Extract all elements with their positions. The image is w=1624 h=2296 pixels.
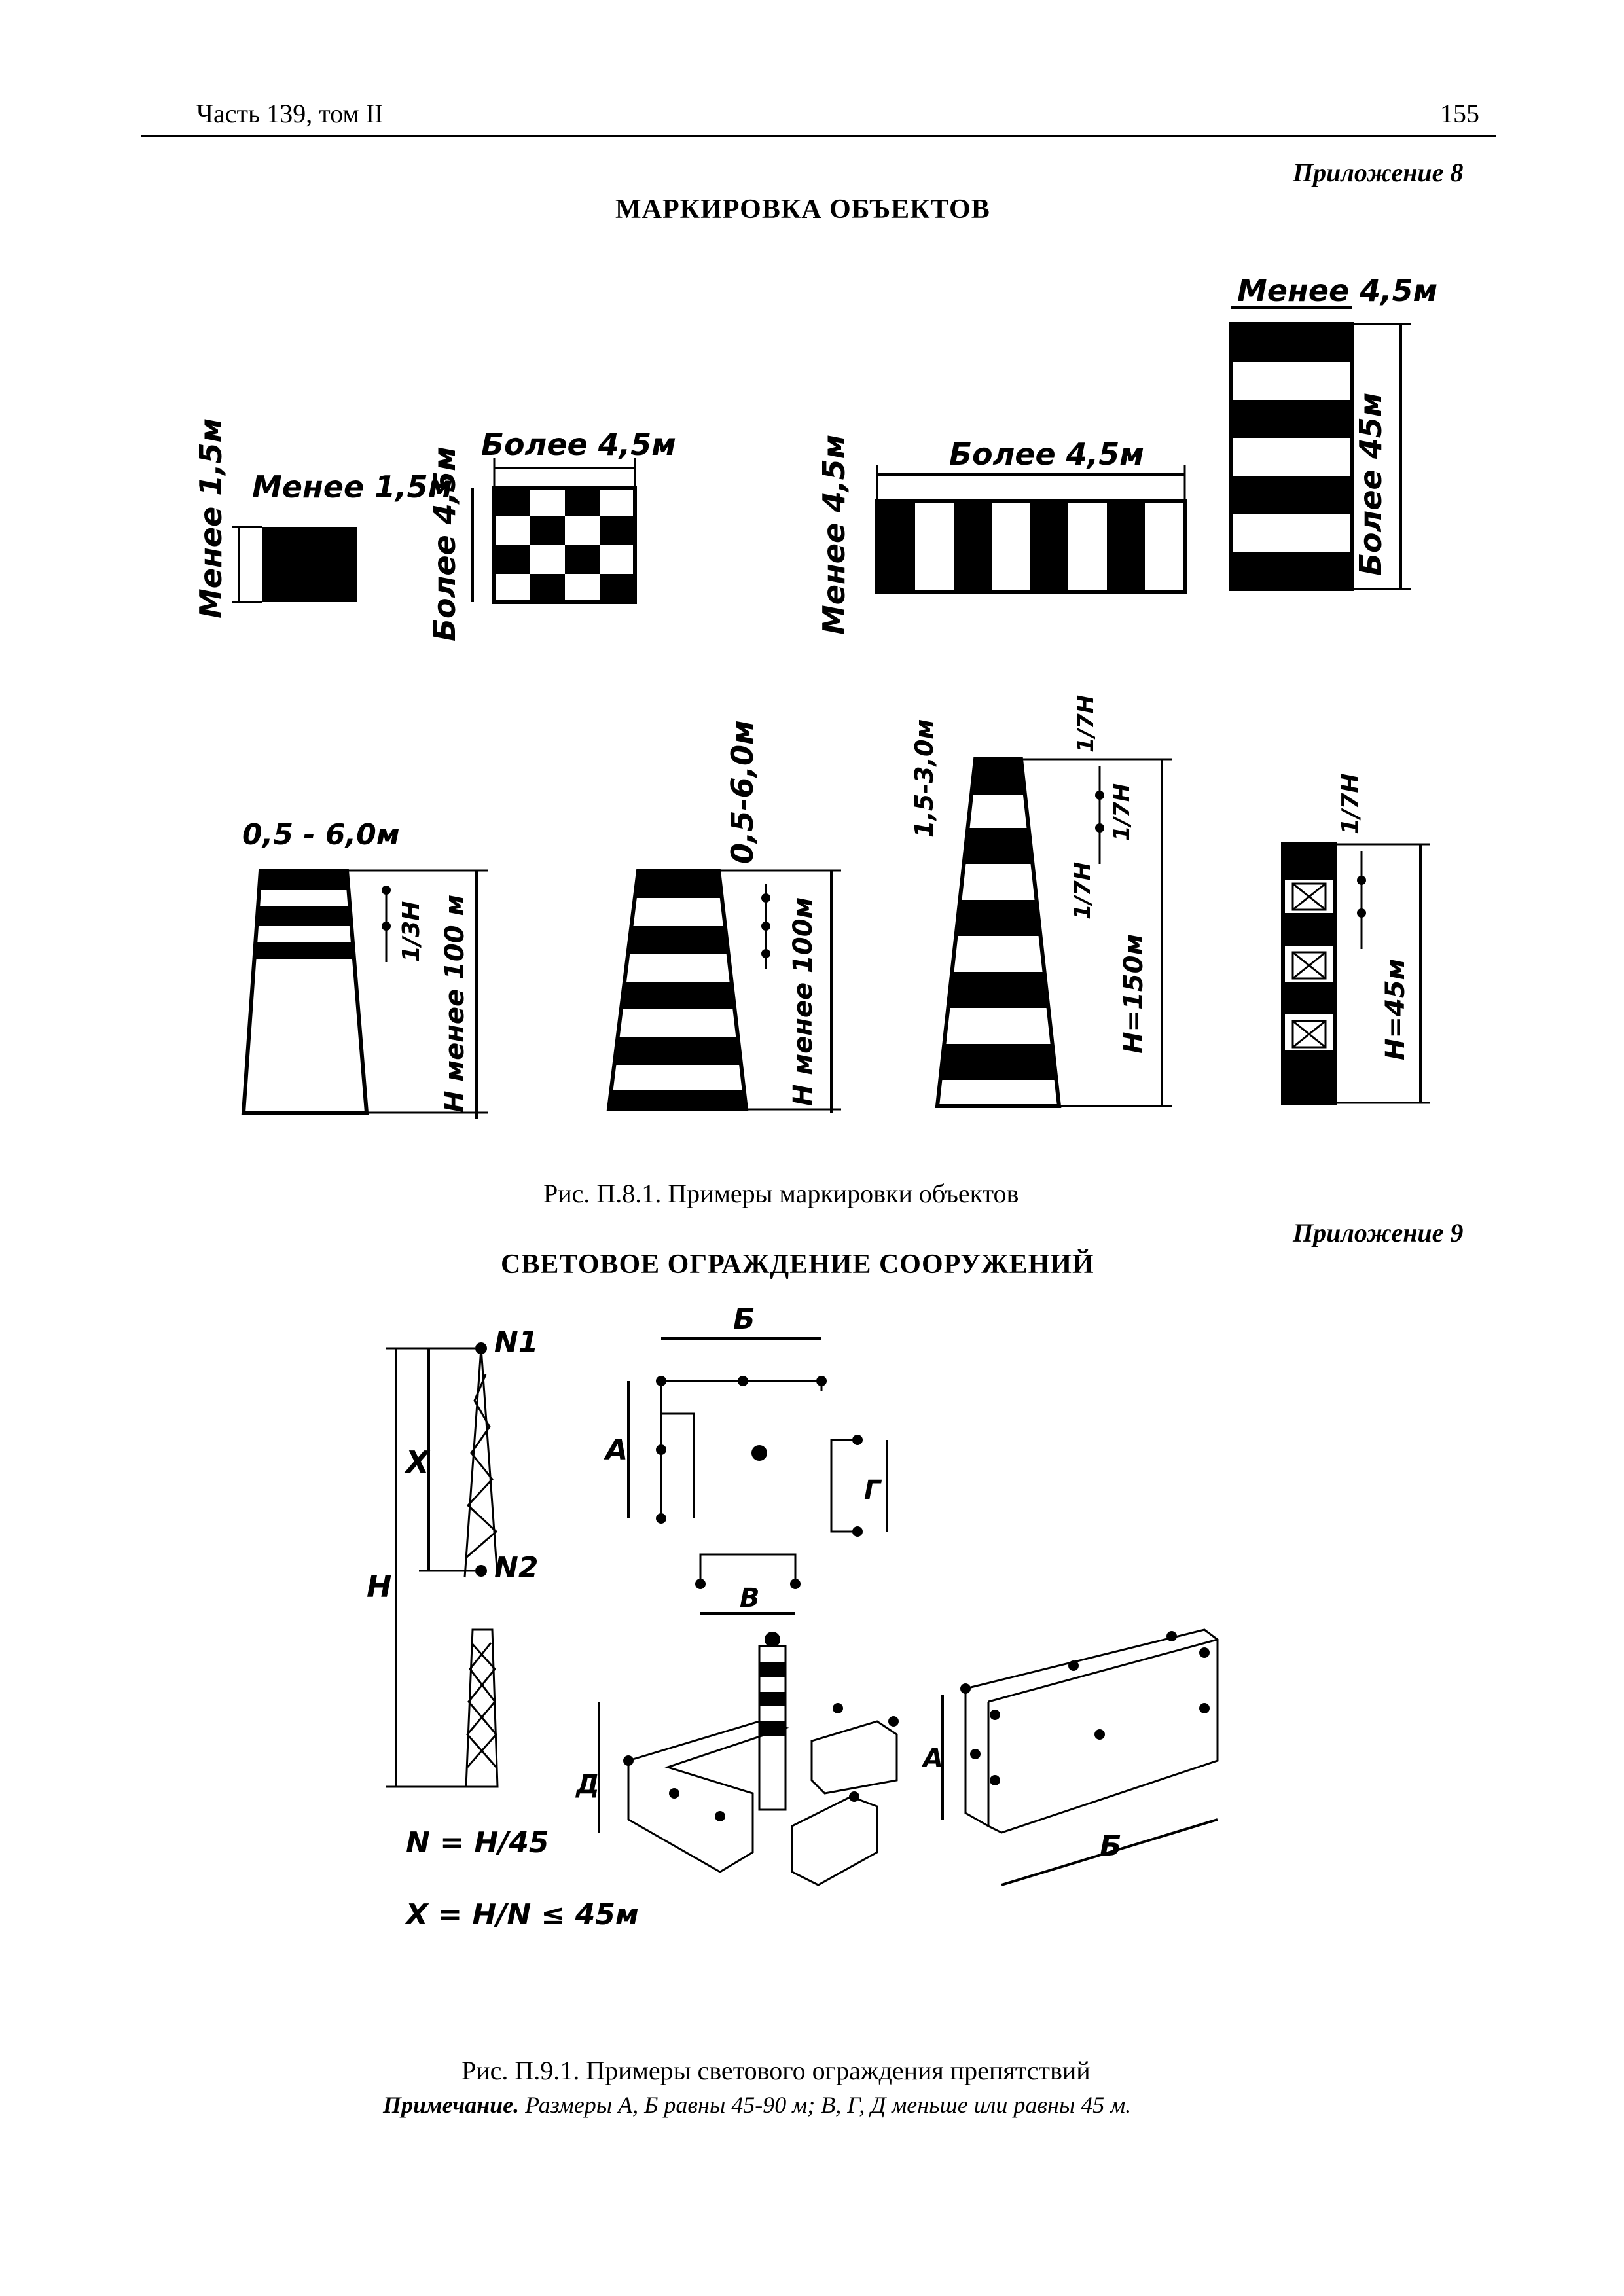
label-1-5-3: 1,5-3,0м (910, 719, 939, 838)
marking-solid-small: Менее 1,5м Менее 1,5м (193, 418, 452, 619)
figure-8-1-caption: Рис. П.8.1. Примеры маркировки объектов (543, 1179, 1019, 1208)
figure-9-1-caption: Рис. П.9.1. Примеры светового ограждения… (461, 2056, 1091, 2085)
crossed-cells (1291, 882, 1327, 1049)
label-a-plan: А (604, 1433, 628, 1467)
label-0-5-6b: 0,5-6,0м (725, 720, 760, 864)
label-n1: N1 (494, 1325, 538, 1359)
building-complex: Д (575, 1632, 899, 1886)
plan-v: В (695, 1553, 801, 1615)
marking-chimney-full: 0,5-6,0м Н менее 100м (606, 720, 841, 1113)
formula-x: X = H/N ≤ 45м (404, 1898, 639, 1931)
label-less-1-5-h: Менее 1,5м (252, 469, 452, 505)
label-more-4-5-v: Более 4,5м (427, 446, 462, 641)
note-label: Примечание. (383, 2092, 520, 2118)
plan-l-shape: Б А (604, 1302, 827, 1524)
label-h-less-100b: Н менее 100м (788, 897, 818, 1106)
appendix-8-label: Приложение 8 (1293, 158, 1464, 187)
plan-g: Г (830, 1435, 888, 1537)
label-d: Д (575, 1770, 600, 1800)
light-n1 (475, 1342, 487, 1354)
figure-9-1: N1 N2 X H N = H/45 X = H/N ≤ 45м Б А Г В (367, 1302, 1219, 1931)
light-n2 (475, 1565, 487, 1577)
label-less-1-5-v: Менее 1,5м (193, 418, 228, 619)
marking-lattice-45: 1/7Н Н=45м (1281, 774, 1430, 1105)
label-h-150: Н=150м (1119, 934, 1149, 1054)
label-h: H (367, 1569, 392, 1604)
label-0-5-6: 0,5 - 6,0м (242, 818, 400, 852)
appendix-9-label: Приложение 9 (1293, 1218, 1464, 1247)
label-g: Г (864, 1475, 882, 1505)
label-seventh-h-1: 1/7Н (1073, 695, 1099, 753)
label-b-wall: Б (1100, 1829, 1122, 1863)
label-less-4-5-h: Менее 4,5м (1237, 273, 1437, 308)
formula-n: N = H/45 (406, 1826, 549, 1859)
label-less-4-5-v: Менее 4,5м (816, 435, 852, 635)
figure-9-1-note: Примечание. Размеры А, Б равны 45-90 м; … (383, 2091, 1131, 2119)
marking-tower-150: 1,5-3,0м 1/7Н 1/7Н 1/7Н Н=150м (910, 695, 1172, 1108)
label-seventh-h-4: 1/7Н (1337, 774, 1364, 834)
label-seventh-h-3: 1/7Н (1070, 862, 1096, 920)
header-rule (141, 135, 1496, 137)
label-more-4-5-h: Более 4,5м (481, 427, 676, 462)
figure-8-1: Менее 1,5м Менее 1,5м Более 4,5м Более 4… (193, 273, 1437, 1119)
appendix-8-title: МАРКИРОВКА ОБЪЕКТОВ (615, 194, 990, 224)
label-n2: N2 (494, 1551, 538, 1585)
appendix-9-title: СВЕТОВОЕ ОГРАЖДЕНИЕ СООРУЖЕНИЙ (501, 1249, 1094, 1280)
label-seventh-h-2: 1/7Н (1109, 783, 1135, 841)
lighting-mast: N1 N2 X H (367, 1325, 538, 1788)
note-text: Размеры А, Б равны 45-90 м; В, Г, Д мень… (519, 2092, 1132, 2118)
label-h-less-100: Н менее 100 м (440, 895, 470, 1113)
label-h-45: Н=45м (1380, 959, 1411, 1060)
marking-checkerboard: Более 4,5м Более 4,5м (427, 427, 676, 641)
label-b-top: Б (733, 1302, 755, 1336)
page-number: 155 (1440, 99, 1479, 128)
marking-vertical-stripes: Более 4,5м Менее 4,5м (816, 435, 1187, 635)
label-v: В (740, 1583, 760, 1613)
marking-horizontal-stripes: Менее 4,5м Более 45м (1229, 273, 1437, 591)
running-header: Часть 139, том II (196, 99, 384, 128)
label-more-4-5-wide: Более 4,5м (949, 437, 1144, 472)
label-a-wall: А (921, 1744, 943, 1774)
wall-block: А Б (921, 1628, 1219, 1886)
label-more-45-v: Более 45м (1353, 393, 1388, 576)
marking-chimney-short: 0,5 - 6,0м 1/3Н Н менее 100 м (241, 818, 488, 1119)
label-x: X (404, 1444, 431, 1480)
label-third-h: 1/3Н (398, 901, 425, 962)
